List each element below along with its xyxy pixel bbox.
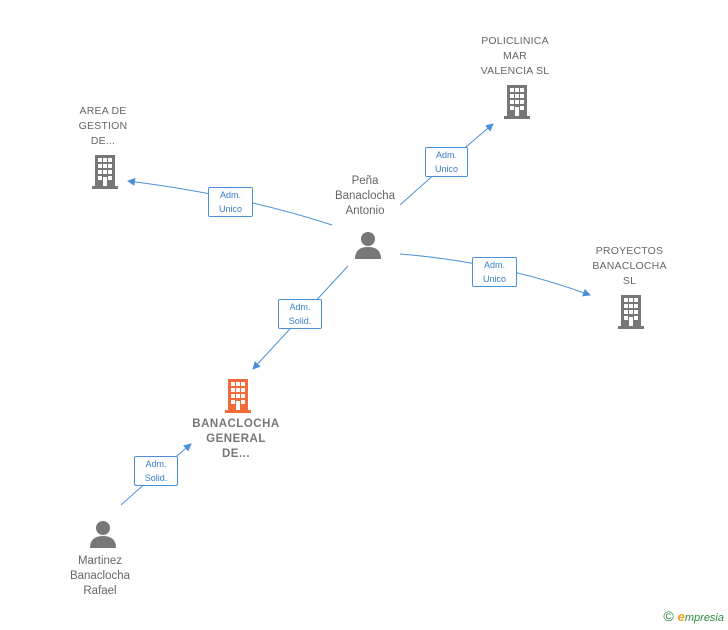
person-icon[interactable] [353,230,383,260]
label-line: SL [622,275,637,287]
edge-label-pena-policlinica: Adm. Unico [425,147,468,177]
label-line: Martinez [77,555,123,567]
label-line: GESTION [78,120,128,132]
node-label-area-de-gestion[interactable]: AREA DE GESTION DE... [53,104,153,149]
edge-label-line: Unico [218,204,242,214]
label-line: Banaclocha [334,190,396,202]
edge-label-pena-proyectos: Adm. Unico [472,257,517,287]
label-line: DE... [221,448,251,460]
label-line: Peña [351,175,379,187]
edge-label-line: Adm. [219,190,241,200]
edge-label-pena-general: Adm. Solid. [278,299,322,329]
edge-label-line: Unico [482,274,506,284]
label-line: VALENCIA SL [480,65,550,77]
node-label-proyectos[interactable]: PROYECTOS BANACLOCHA SL [572,244,687,289]
person-icon[interactable] [88,519,118,549]
label-line: BANACLOCHA [192,418,280,430]
edge-label-martinez-general: Adm. Solid. [134,456,178,486]
label-line: GENERAL [206,433,266,445]
label-line: Rafael [83,585,117,597]
node-label-policlinica[interactable]: POLICLINICA MAR VALENCIA SL [455,34,575,79]
edge-label-line: Adm. [483,260,505,270]
node-label-pena-banaclocha[interactable]: Peña Banaclocha Antonio [315,174,415,219]
label-line: PROYECTOS [595,245,664,257]
empresia-logo[interactable]: ©empresia [663,608,724,624]
edge-label-pena-area: Adm. Unico [208,187,253,217]
copyright-icon: © [663,608,674,624]
label-line: BANACLOCHA [592,260,667,272]
label-line: Banaclocha [69,570,131,582]
building-icon[interactable] [90,155,120,189]
label-line: POLICLINICA [481,35,549,47]
building-icon-focus[interactable] [223,379,253,413]
label-line: AREA DE [79,105,127,117]
label-line: Antonio [345,205,385,217]
edge-label-line: Unico [434,164,458,174]
node-label-banaclocha-general[interactable]: BANACLOCHA GENERAL DE... [176,417,296,462]
edge-label-line: Adm. [435,150,457,160]
edge-label-line: Solid. [144,473,168,483]
building-icon[interactable] [502,85,532,119]
node-label-martinez-banaclocha[interactable]: Martinez Banaclocha Rafael [50,554,150,599]
edge-label-line: Adm. [145,459,167,469]
label-line: MAR [503,50,527,62]
label-line: DE... [90,135,116,147]
edge-label-line: Solid. [288,316,312,326]
edge-label-line: Adm. [289,302,311,312]
brand-e: e [677,609,685,624]
brand-name: mpresia [684,612,724,624]
building-icon[interactable] [616,295,646,329]
